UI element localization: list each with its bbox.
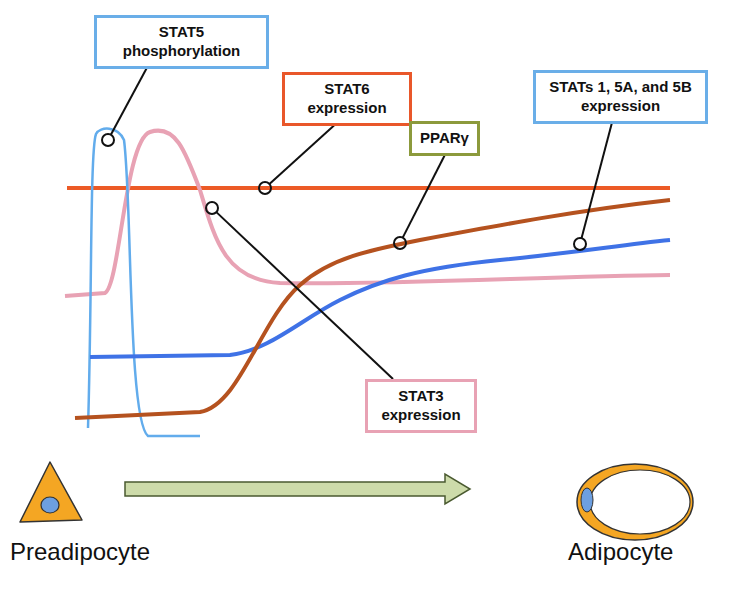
stat3-callout: STAT3 expression [365,379,477,433]
leader-ring [394,237,406,249]
leader-line [216,212,393,379]
stat5-phosphorylation-curve [88,129,200,436]
leader-ring [259,182,271,194]
preadipocyte-cell [20,462,82,522]
callout-text: STAT5 phosphorylation [105,23,258,61]
stats-1-5a-5b-curve [90,240,670,357]
callout-text: STAT3 expression [376,387,466,425]
leader-ring [206,202,218,214]
leader-ring [102,134,114,146]
leader-ring [574,238,586,250]
cell-label: Adipocyte [568,538,673,566]
cell-label: Preadipocyte [10,538,150,566]
leader-line [403,156,445,238]
ppargamma-callout: PPARγ [409,121,480,156]
leader-line [582,124,612,239]
leader-line [111,69,147,135]
adipocyte-lipid [590,470,690,534]
stat5-callout: STAT5 phosphorylation [94,15,269,69]
adipocyte-cell [577,464,693,540]
adipocyte-nucleus [581,488,593,512]
stat6-curve [67,186,670,190]
preadipocyte-nucleus [41,497,59,513]
leader-line [269,126,334,184]
callout-text: STATs 1, 5A, and 5B expression [544,78,697,116]
differentiation-arrow [125,474,470,504]
stat6-callout: STAT6 expression [282,72,412,126]
stats-callout: STATs 1, 5A, and 5B expression [533,70,708,124]
callout-text: STAT6 expression [293,80,401,118]
callout-text: PPARγ [420,129,469,148]
